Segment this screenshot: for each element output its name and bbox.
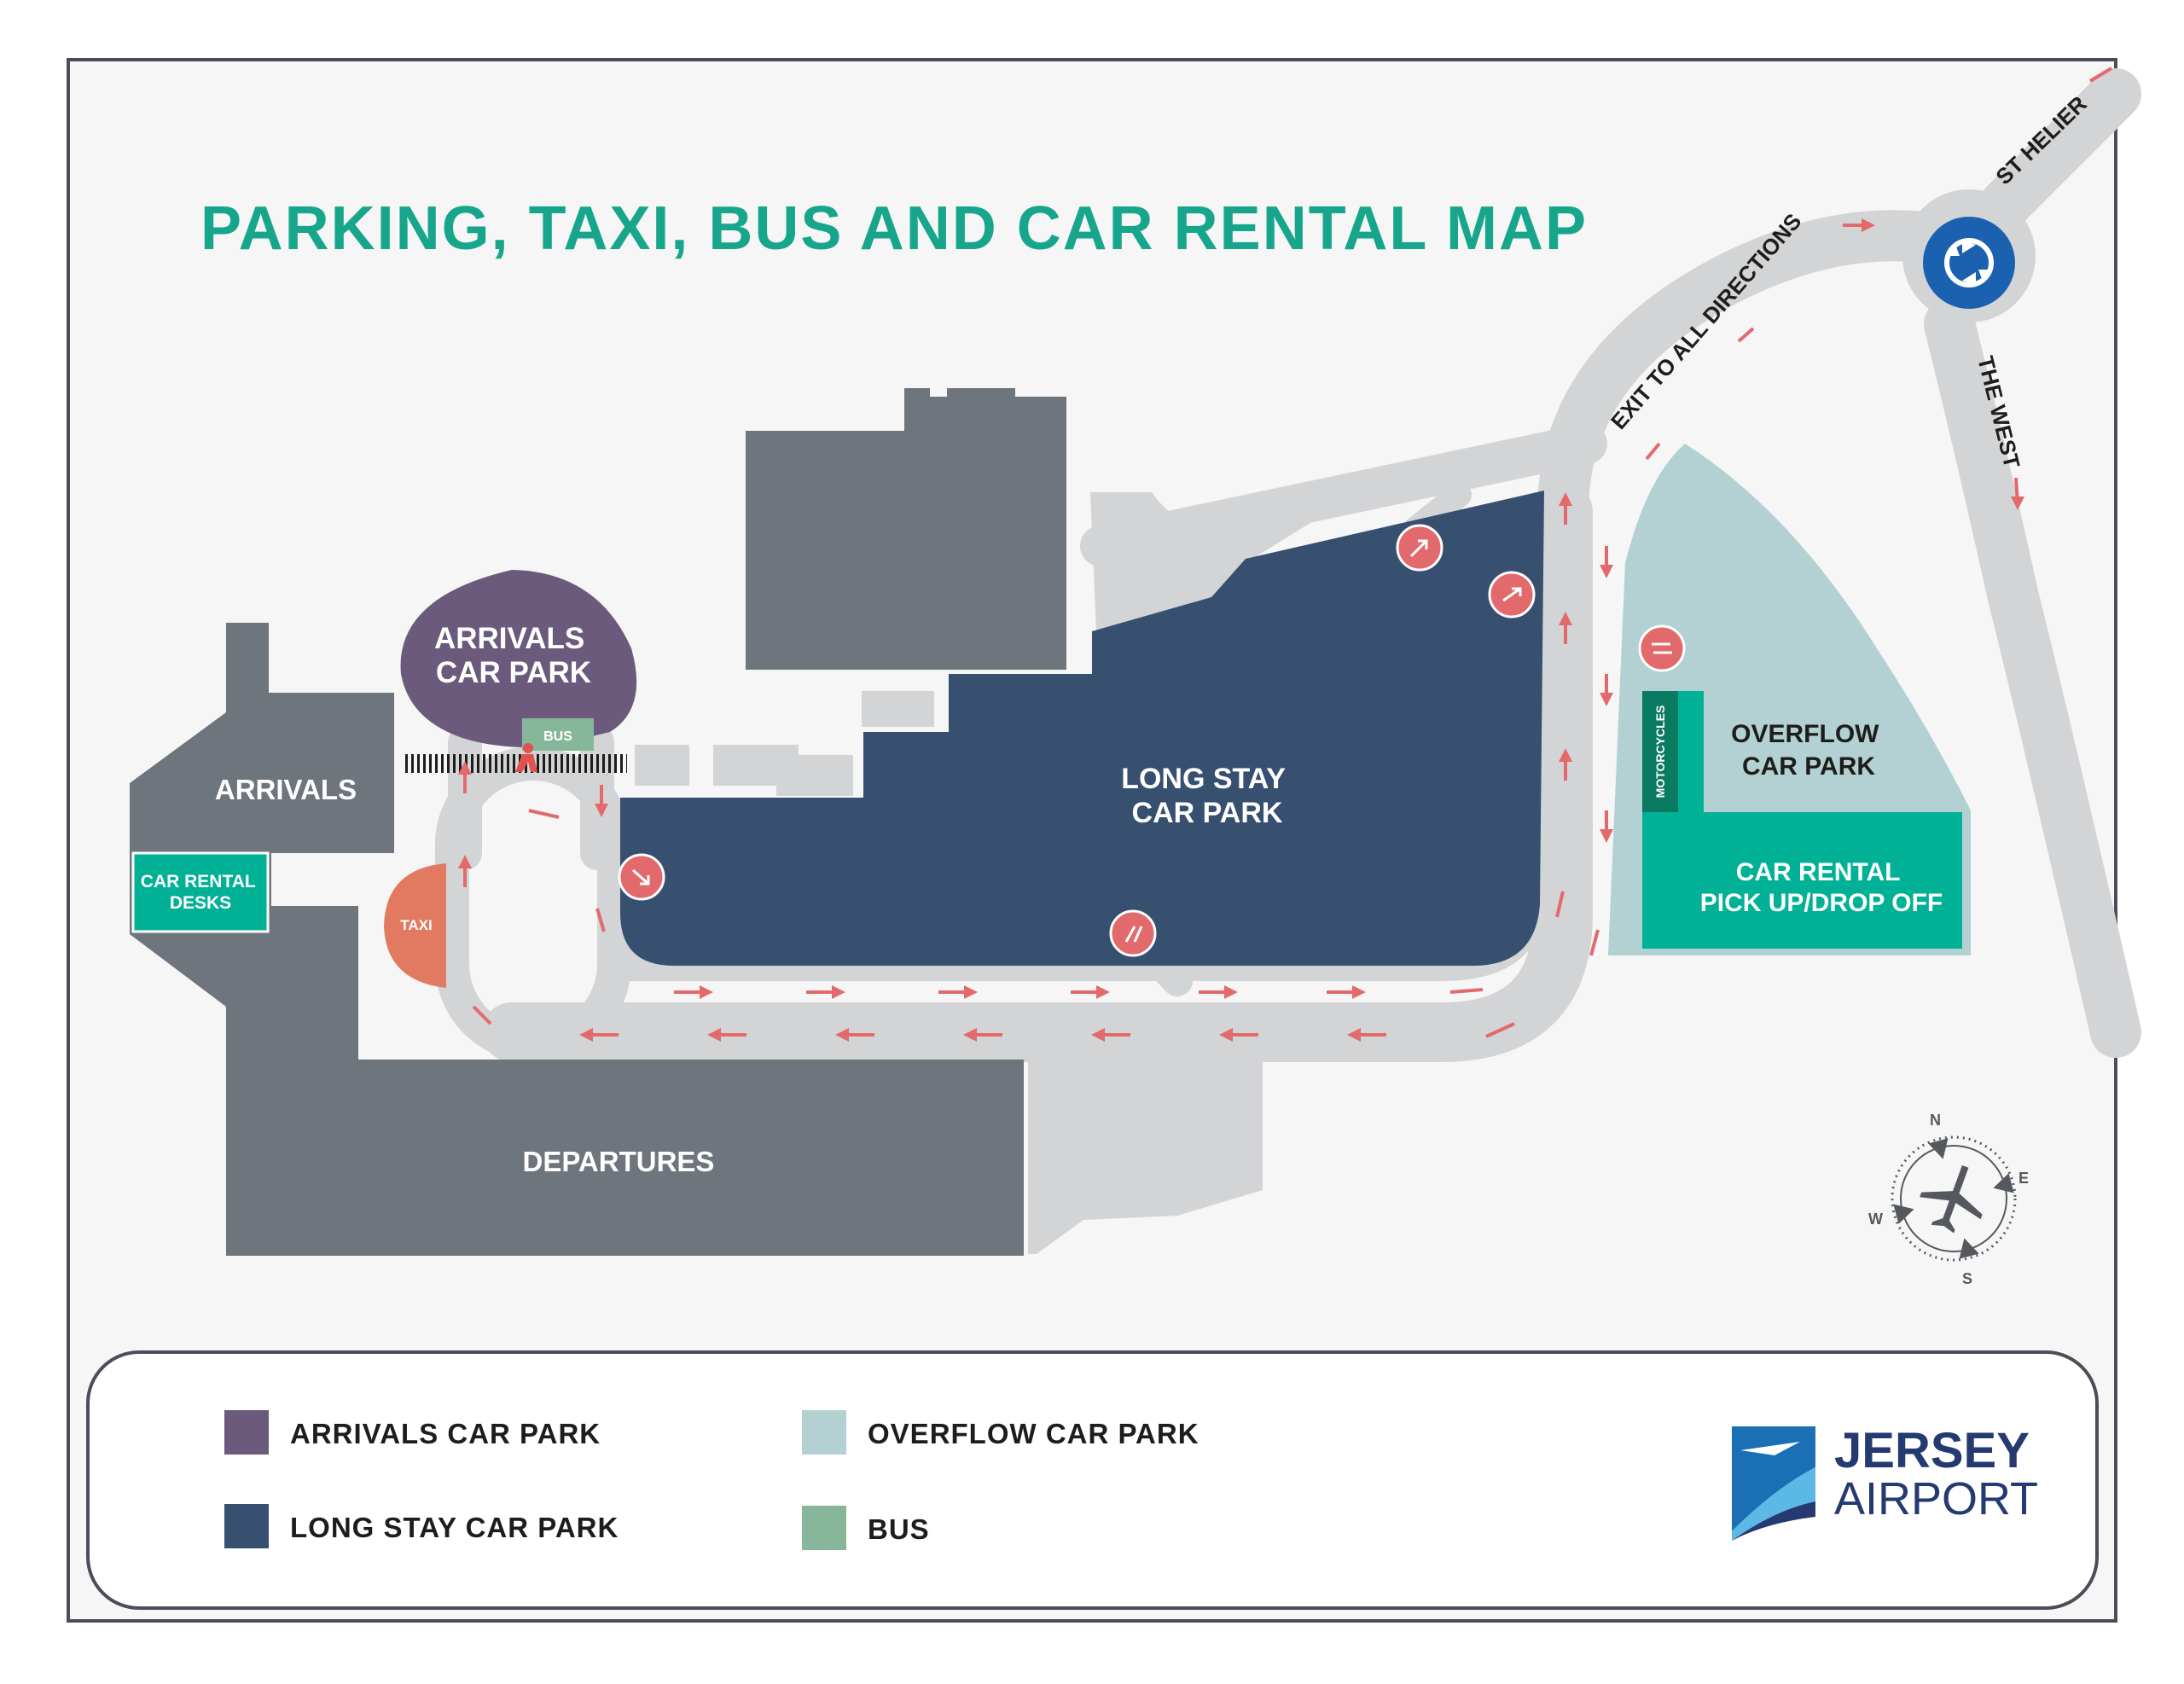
arrivals-car-park-line1: ARRIVALS [434, 622, 584, 655]
departures-label: DEPARTURES [523, 1146, 715, 1177]
bus-stop [522, 718, 594, 751]
roundabout [1902, 189, 2036, 322]
exit-marker-1 [1396, 524, 1443, 572]
long-stay-car-park [620, 491, 1544, 966]
compass-s: S [1962, 1270, 1972, 1287]
compass-e: E [2018, 1170, 2029, 1187]
legend-item-arrivals: ARRIVALS CAR PARK [224, 1410, 601, 1455]
exit-marker-4 [1109, 909, 1157, 957]
legend-panel [86, 1350, 2099, 1610]
long-stay-label: LONG STAY CAR PARK [1121, 763, 1293, 829]
car-rental-pickup-line1: CAR RENTAL [1736, 858, 1900, 886]
motorcycles-bay [1642, 691, 1678, 812]
overflow-label: OVERFLOW CAR PARK [1731, 720, 1886, 781]
car-rental-pickup-label: CAR RENTAL PICK UP/DROP OFF [1700, 858, 1943, 917]
terminal-building [130, 623, 1024, 1256]
legend-item-long-stay: LONG STAY CAR PARK [224, 1504, 619, 1548]
taxi-label: TAXI [400, 917, 432, 933]
car-rental-desks [131, 851, 270, 933]
hangar-building [746, 388, 1066, 670]
bus-label: BUS [543, 729, 572, 744]
entry-marker-3 [618, 853, 665, 901]
long-stay-line1: LONG STAY [1121, 763, 1286, 795]
logo-line2: AIRPORT [1834, 1473, 2038, 1524]
car-rental-desks-line1: CAR RENTAL [141, 872, 256, 891]
logo-line1: JERSEY [1834, 1423, 2030, 1478]
outbuildings [635, 492, 1331, 1254]
two-way-marker [1638, 624, 1686, 672]
jersey-airport-logo: JERSEY AIRPORT [1732, 1423, 2038, 1541]
car-rental-desks-label: CAR RENTAL DESKS [141, 872, 260, 913]
pedestrian-icon [515, 743, 537, 772]
overflow-line2: CAR PARK [1742, 752, 1875, 781]
compass-w: W [1868, 1211, 1883, 1228]
arrivals-car-park-label: ARRIVALS CAR PARK [434, 622, 593, 689]
overflow-line1: OVERFLOW [1731, 720, 1879, 748]
car-rental-pickup-line2: PICK UP/DROP OFF [1700, 889, 1943, 917]
svg-text:ARRIVALS CAR PARK: ARRIVALS CAR PARK [290, 1418, 601, 1449]
taxi-rank [384, 863, 446, 988]
legend-item-overflow: OVERFLOW CAR PARK [802, 1410, 1199, 1455]
arrivals-label: ARRIVALS [215, 774, 357, 805]
svg-text:OVERFLOW CAR PARK: OVERFLOW CAR PARK [868, 1418, 1199, 1449]
legend-item-bus: BUS [802, 1506, 930, 1550]
arrivals-car-park [400, 570, 637, 748]
legend: ARRIVALS CAR PARK LONG STAY CAR PARK OVE… [224, 1410, 1199, 1550]
svg-text:LONG STAY CAR PARK: LONG STAY CAR PARK [290, 1512, 619, 1543]
page-title: PARKING, TAXI, BUS AND CAR RENTAL MAP [200, 195, 1588, 263]
car-rental-desks-line2: DESKS [170, 893, 231, 913]
compass-rose: N E S W [1868, 1112, 2029, 1287]
area-labels: ARRIVALS CAR PARK LONG STAY CAR PARK OVE… [141, 622, 1943, 1177]
motorcycles-label: MOTORCYCLES [1653, 706, 1667, 798]
long-stay-line2: CAR PARK [1132, 797, 1283, 829]
entry-exit-markers [618, 524, 1686, 957]
compass-n: N [1930, 1112, 1941, 1129]
car-rental-pickup [1642, 812, 1962, 949]
airplane-icon [1920, 1165, 1983, 1234]
svg-text:BUS: BUS [868, 1513, 930, 1545]
arrivals-car-park-line2: CAR PARK [436, 656, 591, 689]
entry-marker-2 [1488, 571, 1536, 618]
